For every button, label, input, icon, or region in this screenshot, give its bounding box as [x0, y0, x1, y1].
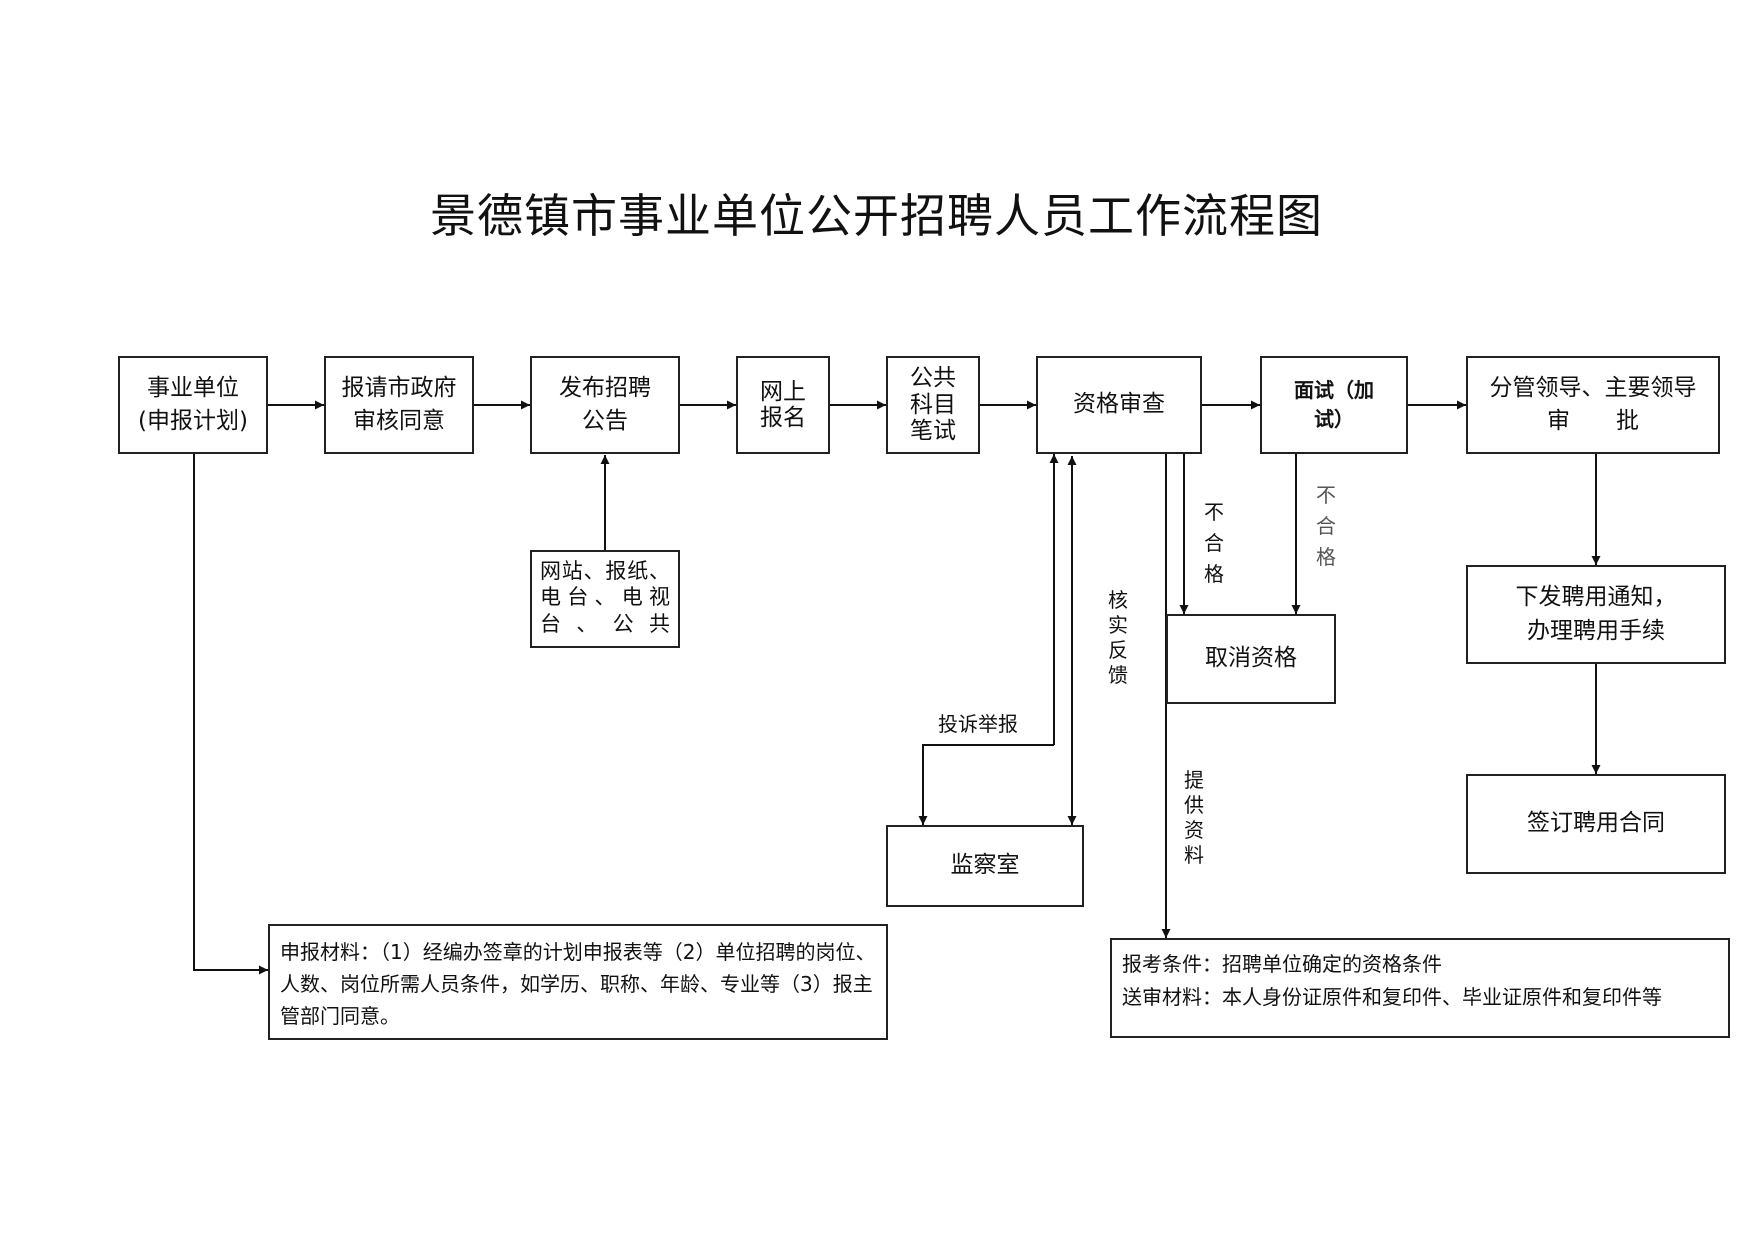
note-materials-text: 申报材料：（1）经编办签章的计划申报表等（2）单位招聘的岗位、人数、岗位所需人员…: [280, 940, 876, 1028]
node-exam-line2: 科目: [910, 391, 956, 418]
node-publish-line1: 发布招聘: [559, 374, 651, 401]
node-contract: 签订聘用合同: [1466, 774, 1726, 874]
label-fail-interview: 不合格: [1316, 483, 1336, 569]
node-exam: 公共科目笔试: [886, 356, 980, 454]
node-approve: 报请市政府审核同意: [324, 356, 474, 454]
node-interview: 面试（加试）: [1260, 356, 1408, 454]
page-title: 景德镇市事业单位公开招聘人员工作流程图: [430, 189, 1323, 243]
node-plan-line1: 事业单位: [146, 374, 239, 401]
arrow-complaint-down: [918, 744, 1054, 825]
node-register-line2: 报名: [760, 405, 806, 431]
node-publish-line2: 公告: [582, 408, 628, 434]
node-leader-line1: 分管领导、主要领导: [1489, 374, 1697, 401]
note-conditions: 报考条件：招聘单位确定的资格条件送审材料：本人身份证原件和复印件、毕业证原件和复…: [1110, 938, 1730, 1038]
node-cancel-label: 取消资格: [1205, 645, 1297, 672]
node-interview-line2: 试）: [1314, 407, 1354, 431]
note-conditions-text: 报考条件：招聘单位确定的资格条件: [1122, 952, 1442, 976]
node-supervision: 监察室: [886, 825, 1084, 907]
node-plan-line2: (申报计划): [138, 408, 248, 434]
node-review: 资格审查: [1036, 356, 1202, 454]
node-leader-line2: 审 批: [1547, 408, 1639, 434]
node-interview-line1: 面试（加: [1294, 378, 1374, 402]
label-provide: 提供资料: [1184, 768, 1204, 867]
label-feedback: 核实反馈: [1108, 588, 1128, 687]
node-notice-line1: 下发聘用通知，: [1515, 584, 1677, 611]
node-exam-line3: 笔试: [910, 418, 956, 445]
node-media: 网站、报纸、电台、电视台、公共: [530, 550, 680, 648]
node-approve-line2: 审核同意: [353, 408, 445, 434]
node-review-label: 资格审查: [1073, 391, 1165, 418]
node-register-line1: 网上: [760, 378, 806, 405]
note-materials: 申报材料：（1）经编办签章的计划申报表等（2）单位招聘的岗位、人数、岗位所需人员…: [268, 924, 888, 1040]
label-fail-review: 不合格: [1204, 500, 1224, 586]
arrow-plan-to-materials: [193, 454, 268, 975]
node-media-label: 网站、报纸、电台、电视台、公共: [540, 559, 670, 636]
node-approve-line1: 报请市政府: [341, 374, 457, 401]
node-contract-label: 签订聘用合同: [1527, 810, 1665, 837]
note-documents-text: 送审材料：本人身份证原件和复印件、毕业证原件和复印件等: [1122, 985, 1662, 1009]
node-publish: 发布招聘公告: [530, 356, 680, 454]
node-notice-line2: 办理聘用手续: [1527, 617, 1665, 644]
node-cancel: 取消资格: [1166, 614, 1336, 704]
node-leader: 分管领导、主要领导审 批: [1466, 356, 1720, 454]
node-exam-line1: 公共: [910, 365, 956, 392]
node-plan: 事业单位 (申报计划): [118, 356, 268, 454]
node-supervision-label: 监察室: [950, 852, 1020, 879]
node-notice: 下发聘用通知， 办理聘用手续: [1466, 565, 1726, 664]
label-complaint: 投诉举报: [938, 712, 1018, 736]
node-register: 网上报名: [736, 356, 830, 454]
